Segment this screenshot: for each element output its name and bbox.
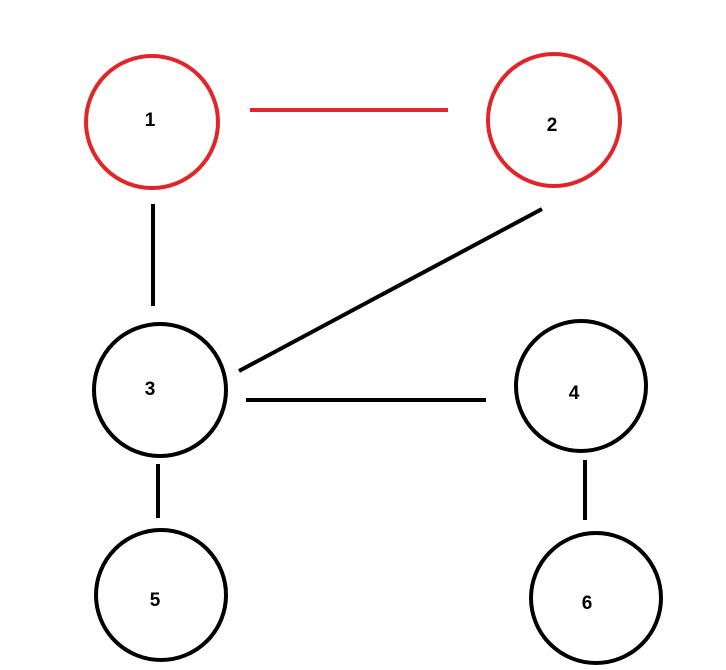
node-4-label: 4 bbox=[569, 383, 580, 404]
node-3-circle bbox=[92, 322, 228, 458]
edge-2-3 bbox=[238, 207, 543, 373]
node-6-label: 6 bbox=[582, 593, 593, 614]
node-4-circle bbox=[514, 319, 648, 453]
node-6-circle bbox=[529, 531, 663, 665]
node-1-circle bbox=[84, 54, 220, 190]
node-4: 4 bbox=[514, 319, 648, 453]
node-5: 5 bbox=[94, 528, 228, 662]
node-5-circle bbox=[94, 528, 228, 662]
node-6: 6 bbox=[529, 531, 663, 665]
node-1-label: 1 bbox=[145, 110, 156, 131]
node-3-label: 3 bbox=[145, 379, 156, 400]
node-5-label: 5 bbox=[150, 590, 161, 611]
node-2-label: 2 bbox=[547, 115, 558, 136]
node-2-circle bbox=[486, 52, 622, 188]
node-3: 3 bbox=[92, 322, 228, 458]
node-1: 1 bbox=[84, 54, 220, 190]
node-2: 2 bbox=[486, 52, 622, 188]
